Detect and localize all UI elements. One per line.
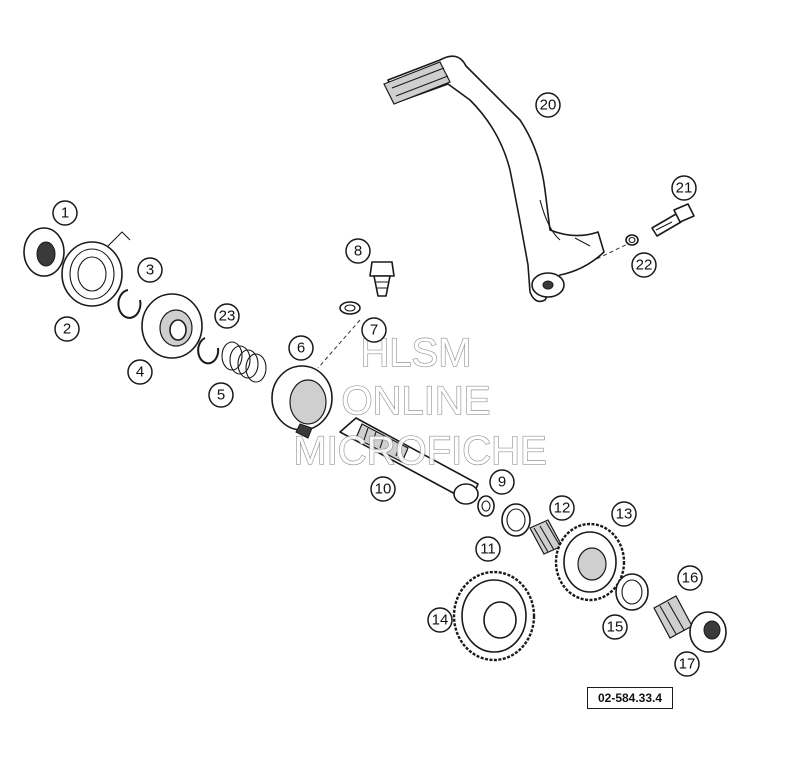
kick-lever-part-20 <box>383 55 605 303</box>
svg-text:14: 14 <box>432 612 449 629</box>
spring-part-5 <box>221 341 267 383</box>
svg-text:4: 4 <box>136 364 144 381</box>
callout-8: 8 <box>345 238 371 264</box>
svg-text:9: 9 <box>498 474 506 491</box>
washer-part-11 <box>501 503 531 537</box>
svg-text:11: 11 <box>480 541 496 558</box>
svg-text:2: 2 <box>63 321 71 338</box>
watermark-line-2: ONLINE <box>342 379 491 423</box>
circlip-part-23 <box>197 337 220 365</box>
plate-part-4 <box>141 293 203 359</box>
svg-text:3: 3 <box>146 262 154 279</box>
svg-text:1: 1 <box>61 205 69 222</box>
svg-text:20: 20 <box>540 97 557 114</box>
callout-14: 14 <box>427 607 453 633</box>
spring-part-2 <box>61 231 131 307</box>
seal-part-17 <box>689 611 727 653</box>
gear-part-14 <box>452 570 536 662</box>
callout-1: 1 <box>52 200 78 226</box>
bearing-part-16 <box>653 595 693 639</box>
ring-part-1 <box>23 227 65 277</box>
svg-text:16: 16 <box>682 570 699 587</box>
callout-3: 3 <box>137 257 163 283</box>
svg-text:13: 13 <box>616 506 633 523</box>
washer-part-15 <box>615 573 649 611</box>
bolt-part-21 <box>651 203 695 237</box>
svg-text:10: 10 <box>375 481 392 498</box>
washer-part-22 <box>625 234 639 246</box>
callout-22: 22 <box>631 252 657 278</box>
svg-text:21: 21 <box>676 180 693 197</box>
washer-part-9 <box>477 495 495 517</box>
gear-part-13 <box>554 522 626 602</box>
circlip-part-3 <box>117 289 142 319</box>
svg-text:23: 23 <box>219 308 236 325</box>
callout-9: 9 <box>489 469 515 495</box>
shaft-part-10 <box>339 417 479 505</box>
svg-text:6: 6 <box>297 340 305 357</box>
svg-text:15: 15 <box>607 619 624 636</box>
callout-15: 15 <box>602 614 628 640</box>
svg-text:22: 22 <box>636 257 653 274</box>
watermark-line-3: MICROFICHE <box>293 429 546 473</box>
bolt-part-8 <box>369 261 395 297</box>
callout-2: 2 <box>54 316 80 342</box>
callout-4: 4 <box>127 359 153 385</box>
svg-text:17: 17 <box>679 656 696 673</box>
callout-6: 6 <box>288 335 314 361</box>
callout-16: 16 <box>677 565 703 591</box>
svg-text:5: 5 <box>217 387 225 404</box>
svg-text:7: 7 <box>370 322 378 339</box>
ratchet-part-6 <box>271 365 333 439</box>
svg-text:12: 12 <box>554 500 571 517</box>
callout-5: 5 <box>208 382 234 408</box>
watermark: HLSM ONLINE MICROFICHE <box>293 330 548 473</box>
washer-part-7 <box>339 301 361 315</box>
callout-21: 21 <box>671 175 697 201</box>
callout-20: 20 <box>535 92 561 118</box>
callout-11: 11 <box>475 536 501 562</box>
callout-10: 10 <box>370 476 396 502</box>
reference-code: 02-584.33.4 <box>587 687 673 709</box>
callout-13: 13 <box>611 501 637 527</box>
callout-12: 12 <box>549 495 575 521</box>
callout-23: 23 <box>214 303 240 329</box>
callout-17: 17 <box>674 651 700 677</box>
callout-7: 7 <box>361 317 387 343</box>
svg-text:8: 8 <box>354 243 362 260</box>
